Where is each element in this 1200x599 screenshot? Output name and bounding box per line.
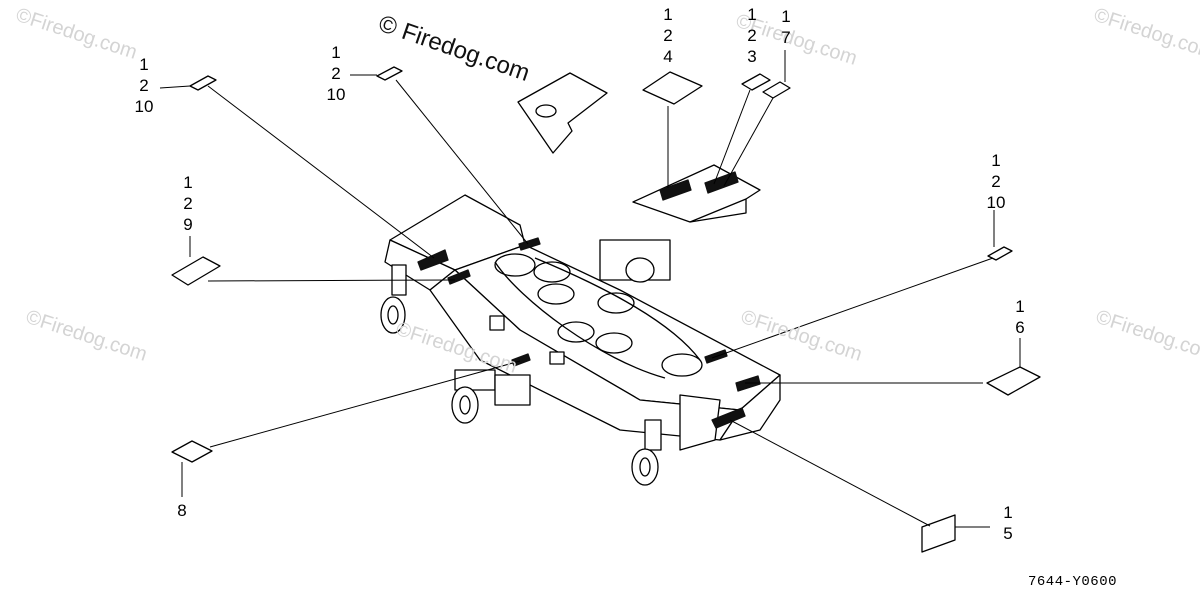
floating-decal xyxy=(517,72,608,154)
decal-3 xyxy=(741,73,771,91)
decal-6 xyxy=(986,366,1041,396)
decal-4 xyxy=(642,71,703,105)
decal-9 xyxy=(171,256,221,286)
decal-10-right xyxy=(987,246,1013,261)
caster-wheel-left-front xyxy=(451,369,531,424)
drawing-code: 7644-Y0600 xyxy=(1028,574,1118,590)
caster-wheel-right-front xyxy=(631,419,662,486)
decal-10-left xyxy=(189,75,217,91)
decal-8 xyxy=(171,440,213,463)
callout-bottom-left: 8 xyxy=(177,501,187,520)
decal-7 xyxy=(762,81,791,99)
decal-5 xyxy=(921,514,956,553)
leader-lines xyxy=(159,50,1021,528)
mower-deck xyxy=(384,194,781,451)
belt-cover-plate xyxy=(632,164,761,223)
decal-10-mid xyxy=(376,66,403,81)
